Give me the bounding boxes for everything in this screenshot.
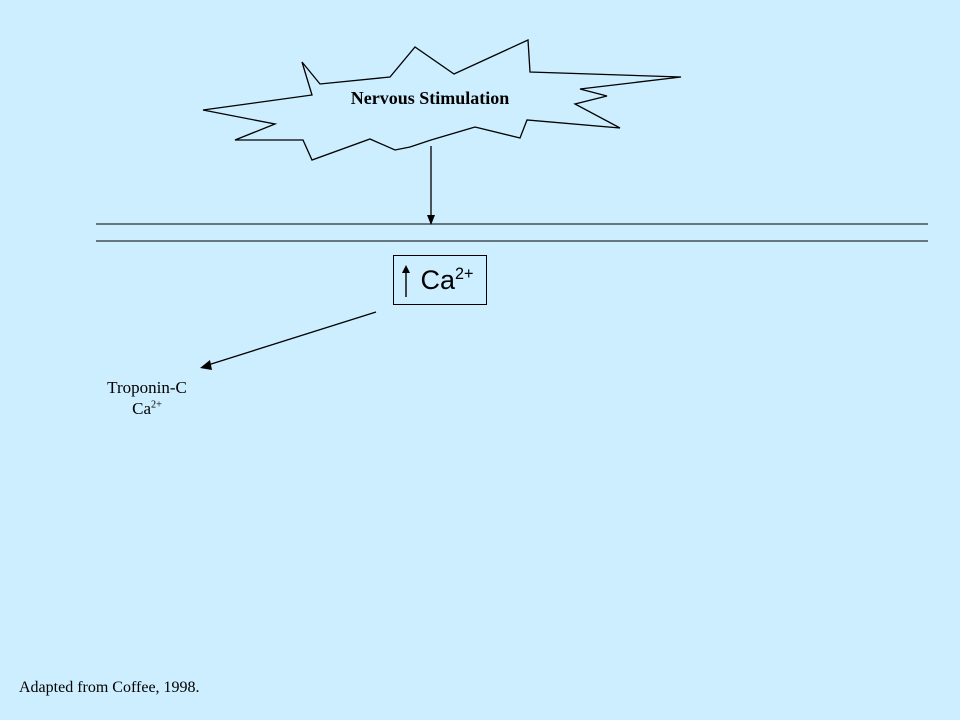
calcium-symbol: Ca — [420, 264, 456, 295]
calcium-increase-box: Ca2+ — [393, 255, 487, 305]
calcium-to-troponin-arrow — [207, 311, 377, 366]
citation: Adapted from Coffee, 1998. — [19, 679, 200, 696]
calcium-label: Ca2+ — [421, 265, 474, 296]
calcium-charge: 2+ — [455, 264, 474, 283]
stimulus-starburst — [202, 39, 682, 161]
troponin-arrowhead — [200, 360, 212, 370]
stimulus-arrowhead — [427, 215, 435, 225]
stimulus-label: Nervous Stimulation — [350, 88, 510, 108]
up-arrow-icon — [402, 265, 410, 297]
troponin-calcium-symbol: Ca — [132, 399, 152, 418]
troponin-c-label: Troponin-C — [107, 378, 187, 397]
troponin-calcium-charge: 2+ — [151, 399, 162, 411]
troponin-calcium-label: Ca2+ — [82, 398, 212, 419]
troponin-c-node: Troponin-C Ca2+ — [82, 377, 212, 419]
